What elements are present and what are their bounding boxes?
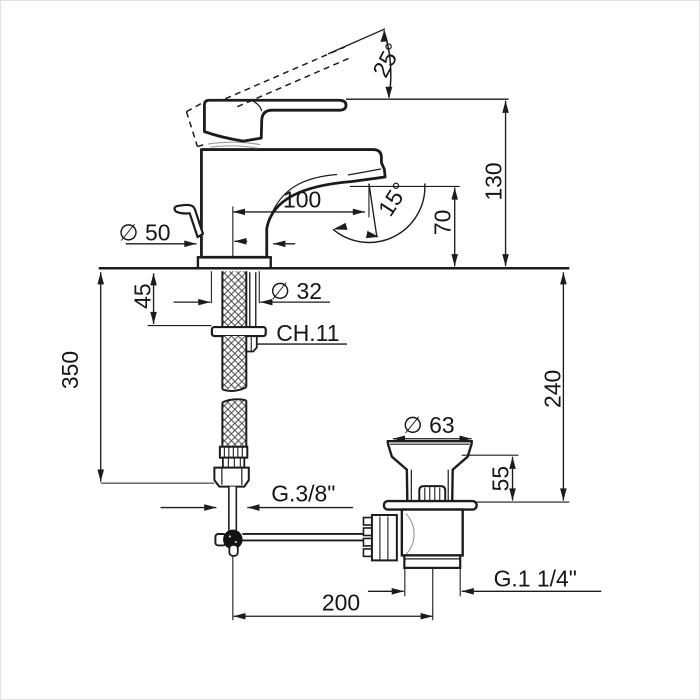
label-spout-reach: 100	[283, 186, 321, 212]
threaded-shank	[222, 271, 246, 328]
label-spout-height: 70	[430, 210, 456, 235]
label-handle-angle: 25°	[367, 39, 406, 82]
label-spray-angle: 15°	[373, 177, 414, 220]
waste-plug-knob	[418, 485, 447, 503]
pop-up-waste-assembly	[382, 440, 478, 621]
label-base-diameter: ∅ 50	[119, 219, 171, 245]
pivot-nut	[362, 514, 398, 562]
spray-angle-arc	[332, 183, 426, 244]
spout-inner-curve	[271, 173, 338, 213]
label-hole-diameter: ∅ 32	[270, 278, 322, 304]
dimensions: 130 70 100 ∅ 50 ∅ 32 45 CH.11 350	[57, 100, 602, 620]
spray-angle-construction: 15°	[332, 177, 426, 244]
raised-handle-dashed-top	[225, 46, 346, 100]
waste-body	[400, 508, 464, 557]
label-rod-offset: 200	[322, 589, 360, 615]
waste-tailpiece-ring	[403, 554, 462, 569]
ball-joint	[223, 529, 243, 550]
label-waste-thread: G.1 1/4"	[494, 565, 577, 591]
pop-up-linkage	[214, 486, 398, 621]
braided-hose-lower	[222, 400, 246, 447]
faucet-base-plinth	[196, 256, 272, 270]
hose-collar	[221, 456, 246, 469]
ball-joint-tip	[228, 544, 239, 557]
label-clamp-height: 45	[130, 283, 156, 309]
label-waste-flange-diameter: ∅ 63	[403, 412, 455, 438]
pop-up-pull-rod-lever	[173, 203, 205, 239]
label-total-height: 130	[481, 162, 507, 200]
clamp-washer	[210, 325, 267, 338]
faucet	[173, 98, 387, 270]
label-waste-drop: 240	[539, 370, 565, 408]
label-waste-body-height: 55	[488, 466, 514, 492]
lever-handle	[203, 98, 348, 143]
label-nut-size: CH.11	[276, 320, 339, 346]
label-supply-thread: G.3/8"	[271, 481, 335, 507]
aerator-face-line	[347, 168, 382, 176]
angle-reference-line	[327, 28, 386, 55]
label-hose-drop: 350	[57, 351, 83, 389]
supply-hose-assembly	[210, 271, 267, 488]
braided-hose-upper	[222, 336, 246, 389]
hose-hex-nut	[213, 466, 250, 488]
waste-seat-flange	[382, 499, 478, 511]
